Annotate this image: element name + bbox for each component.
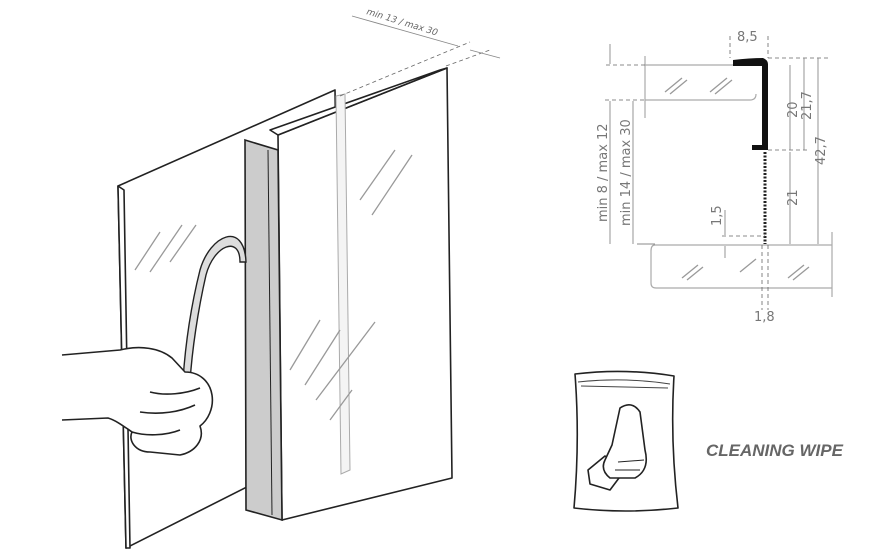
cross-section-diagram: 8,5 20 21,7 42,7 21 1,5 1,8 min 8 / max … [596,30,833,325]
hand-icon [61,346,214,456]
dim-20: 20 [786,101,801,118]
dim-glass-outer-range: min 8 / max 12 [596,123,611,222]
glass-installation-illustration [61,67,453,549]
front-glass-pane [277,67,453,521]
cleaning-wipe-label: CLEANING WIPE [706,441,844,460]
dim-glass-inner-range: min 14 / max 30 [619,119,634,226]
dim-8-5: 8,5 [737,30,758,45]
transparent-seal [335,93,351,475]
dim-21: 21 [786,189,801,206]
cleaning-wipe-icon [573,370,679,512]
gasket-profile [244,138,283,522]
dim-21-7: 21,7 [800,91,815,120]
gasket-profile-section [733,58,768,150]
dim-1-8: 1,8 [754,310,775,325]
dim-1-5: 1,5 [710,205,725,226]
glass-reflections [134,149,413,421]
dim-42-7: 42,7 [814,136,829,165]
